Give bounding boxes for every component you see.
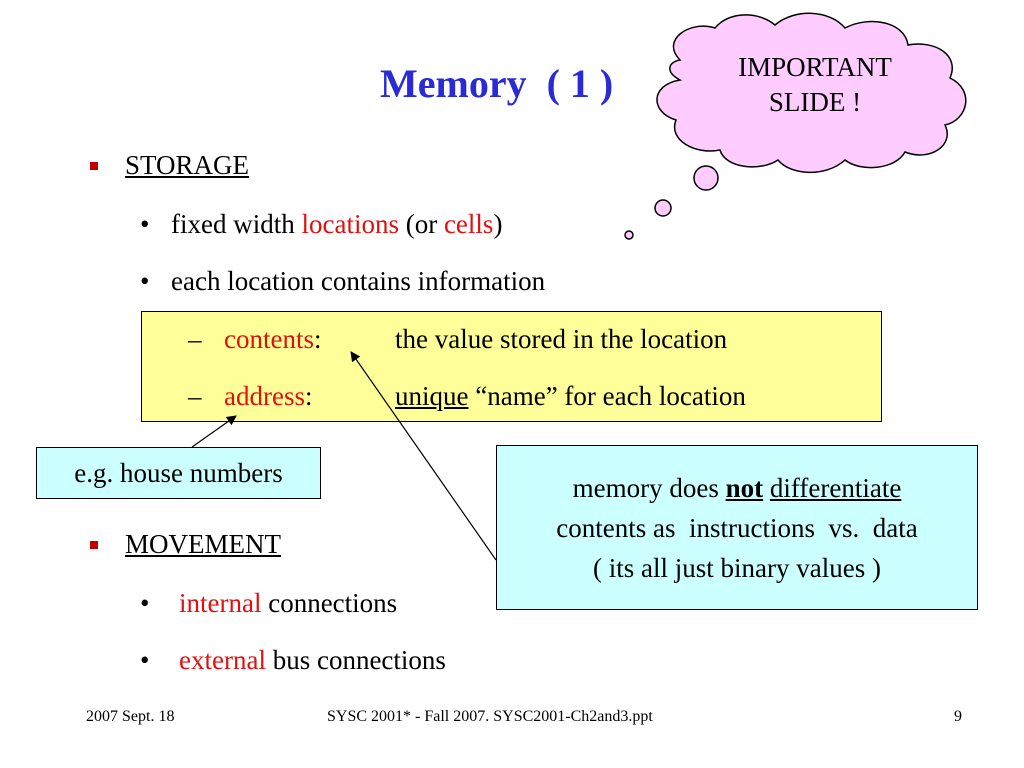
movement-item-internal: internal connections (179, 588, 397, 619)
storage-item-fixed-width: fixed width locations (or cells) (171, 209, 502, 240)
text-or: (or (398, 209, 444, 239)
address-term: address: (224, 381, 313, 412)
movement-heading: MOVEMENT (125, 529, 281, 559)
text-external: external (179, 645, 266, 675)
dash-icon: – (188, 324, 202, 354)
unique-word: unique (395, 381, 469, 411)
address-colon: : (304, 381, 313, 411)
cloud-line-2: SLIDE ! (768, 87, 862, 117)
memory-callout-line-2: contents as instructions vs. data (556, 513, 918, 543)
square-bullet-icon (90, 541, 98, 549)
contents-term: contents: (224, 324, 322, 355)
text-locations: locations (301, 209, 399, 239)
text-memory-does: memory does (572, 473, 726, 503)
text-bus-connections: bus connections (265, 645, 446, 675)
house-arrow (191, 415, 237, 448)
thought-bubble-large (693, 165, 719, 191)
round-bullet-icon: • (140, 209, 150, 239)
text-differentiate: differentiate (769, 473, 902, 503)
thought-bubble-medium (654, 199, 672, 217)
text-connections: connections (261, 588, 398, 618)
cloud-line-1: IMPORTANT (738, 52, 892, 82)
cloud-text: IMPORTANT SLIDE ! (700, 50, 930, 120)
footer-date: 2007 Sept. 18 (86, 708, 175, 725)
address-description: unique “name” for each location (395, 381, 746, 412)
definition-box (141, 311, 882, 422)
address-rest: “name” for each location (468, 381, 746, 411)
footer-course: SYSC 2001* - Fall 2007. SYSC2001-Ch2and3… (327, 708, 653, 725)
contents-description: the value stored in the location (395, 324, 728, 354)
footer-page-number: 9 (954, 708, 962, 725)
round-bullet-icon: • (140, 588, 150, 618)
house-numbers-callout: e.g. house numbers (36, 447, 321, 499)
contents-word: contents (224, 324, 314, 354)
memory-callout-line-1: memory does not differentiate (497, 468, 977, 508)
slide-title: Memory ( 1 ) (380, 61, 614, 106)
square-bullet-icon (90, 162, 98, 170)
memory-arrow (350, 351, 497, 561)
round-bullet-icon: • (140, 645, 150, 675)
memory-callout-line-3: ( its all just binary values ) (593, 553, 881, 583)
storage-heading: STORAGE (125, 150, 250, 180)
thought-bubble-small (624, 230, 634, 240)
text-close-paren: ) (493, 209, 503, 239)
address-word: address (224, 381, 305, 411)
dash-icon: – (188, 381, 202, 411)
movement-item-external: external bus connections (179, 645, 446, 676)
storage-item-information: each location contains information (171, 266, 546, 296)
round-bullet-icon: • (140, 266, 150, 296)
memory-callout: memory does not differentiate contents a… (496, 445, 978, 610)
text-not: not (725, 473, 764, 503)
text-cells: cells (443, 209, 494, 239)
contents-colon: : (313, 324, 322, 354)
text-fixed-width: fixed width (171, 209, 302, 239)
text-internal: internal (179, 588, 262, 618)
